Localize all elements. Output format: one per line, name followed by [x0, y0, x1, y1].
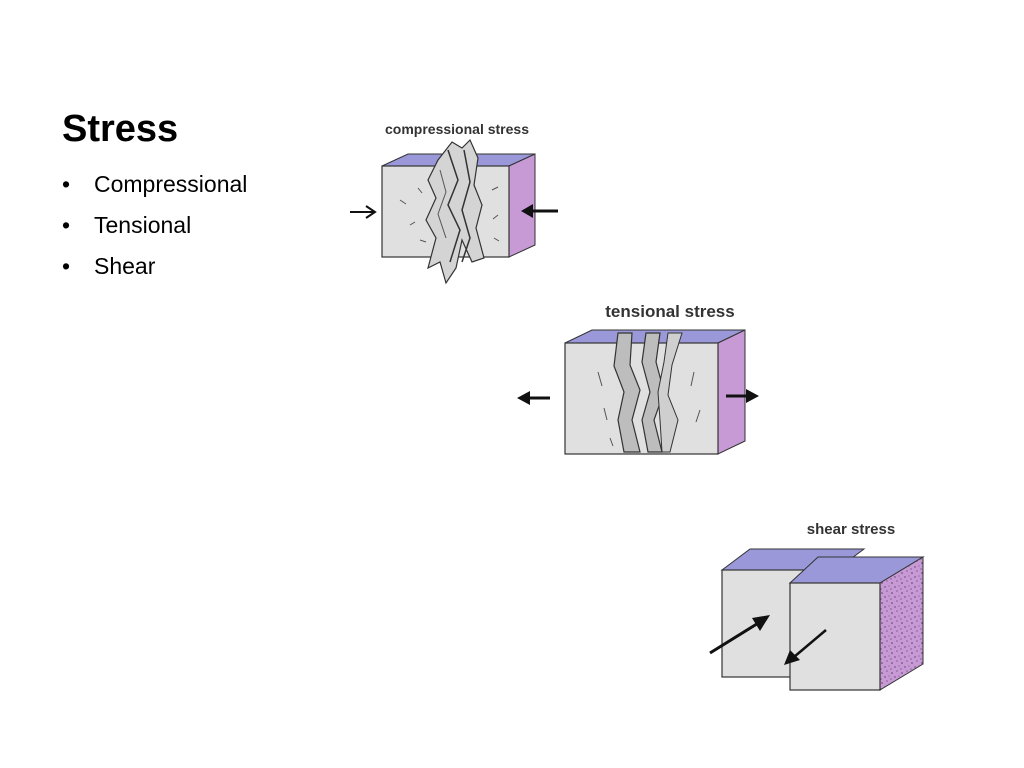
left-pull-arrow-icon	[517, 391, 550, 405]
right-push-arrow-icon	[521, 204, 558, 218]
tensional-block-side	[717, 329, 746, 455]
tensional-stress-figure: tensional stress	[517, 302, 759, 455]
bullet-item-shear: • Shear	[62, 250, 247, 291]
bullet-label: Tensional	[94, 212, 192, 238]
left-push-arrow-icon	[350, 205, 377, 219]
shear-stress-figure: shear stress	[709, 521, 925, 691]
tensional-block-face	[564, 342, 719, 455]
compressional-stress-label: compressional stress	[385, 121, 529, 137]
shear-down-arrow-icon	[784, 629, 827, 665]
shear-front-block-face	[789, 582, 881, 691]
right-pull-arrow-icon	[726, 389, 759, 403]
bullet-marker: •	[62, 212, 71, 238]
bullet-item-compressional: • Compressional	[62, 168, 247, 209]
shear-up-arrow-icon	[709, 615, 770, 655]
bullet-item-tensional: • Tensional	[62, 209, 247, 250]
shear-stress-label: shear stress	[807, 521, 895, 538]
compressional-stress-figure: compressional stress	[350, 121, 558, 285]
tensional-rift-zone	[613, 332, 641, 453]
bullet-marker: •	[62, 171, 71, 197]
tensional-crack-marks	[597, 371, 701, 447]
compressional-fold-line	[461, 149, 471, 263]
compressional-fold-line	[447, 149, 461, 263]
compressional-crack-marks	[399, 186, 500, 243]
bullet-label: Shear	[94, 253, 156, 279]
tensional-rift-zone	[657, 332, 683, 453]
bullet-marker: •	[62, 253, 71, 279]
slide-title: Stress	[62, 108, 179, 150]
compressional-fold-line	[437, 169, 447, 239]
bullet-list: • Compressional • Tensional • Shear	[62, 168, 247, 291]
tensional-stress-label: tensional stress	[605, 302, 734, 321]
bullet-label: Compressional	[94, 171, 248, 197]
